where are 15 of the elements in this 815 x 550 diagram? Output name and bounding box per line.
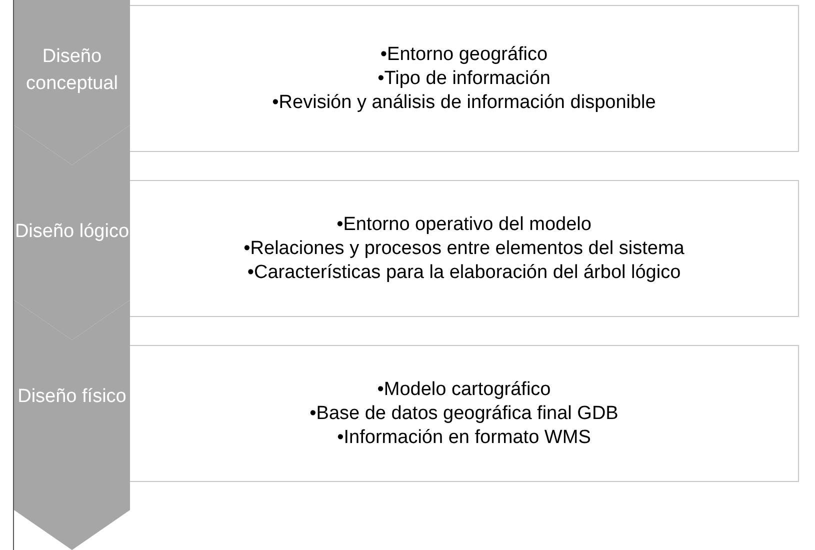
bullet-item: •Relaciones y procesos entre elementos del sistema (244, 236, 684, 260)
content-box (130, 345, 799, 482)
stage-label: Diseño conceptual (25, 44, 119, 96)
bullet-item: •Revisión y análisis de información disponible (272, 90, 656, 114)
stage-label: Diseño lógico (14, 220, 130, 244)
content-box (130, 5, 799, 152)
bullet-item: •Tipo de información (378, 66, 550, 90)
stage-label: Diseño físico (16, 385, 128, 409)
bullet-item: •Modelo cartográfico (377, 378, 551, 402)
bullet-item: •Entorno geográfico (380, 42, 548, 66)
bullet-item: •Base de datos geográfica final GDB (310, 402, 618, 426)
content-box (130, 180, 799, 317)
bullet-item: •Información en formato WMS (337, 426, 591, 450)
bullet-item: •Entorno operativo del modelo (336, 212, 592, 236)
bullet-item: •Características para la elaboración del árbol lógico (247, 260, 681, 284)
